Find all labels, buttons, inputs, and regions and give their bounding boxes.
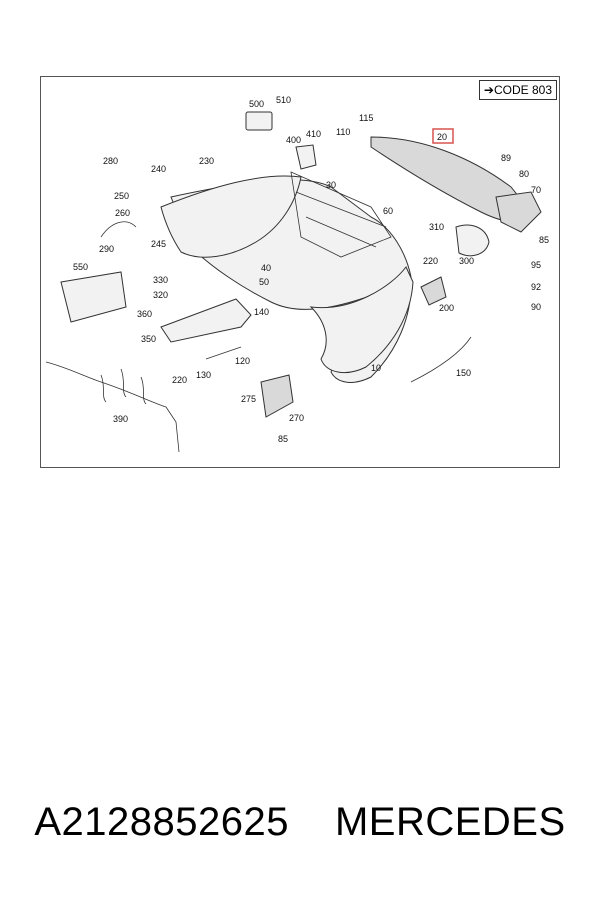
label-270: 270 xyxy=(289,413,304,423)
label-60: 60 xyxy=(383,206,393,216)
label-50: 50 xyxy=(259,277,269,287)
bracket-70 xyxy=(495,191,542,233)
label-300: 300 xyxy=(459,256,474,266)
label-320: 320 xyxy=(153,290,168,300)
underbody-tray xyxy=(160,298,252,343)
label-120: 120 xyxy=(235,356,250,366)
label-260: 260 xyxy=(115,208,130,218)
label-30: 30 xyxy=(326,180,336,190)
housing-400 xyxy=(295,144,317,170)
label-90: 90 xyxy=(531,302,541,312)
trim-strip xyxy=(410,336,472,383)
label-10: 10 xyxy=(371,363,381,373)
label-70: 70 xyxy=(531,185,541,195)
side-panel xyxy=(160,175,302,258)
parts-diagram: ➔CODE 803 xyxy=(40,76,560,468)
label-360: 360 xyxy=(137,309,152,319)
label-140: 140 xyxy=(254,307,269,317)
footer-brand: MERCEDES xyxy=(334,800,566,844)
panel-550 xyxy=(60,271,127,323)
wiring-harness xyxy=(45,361,180,453)
label-130: 130 xyxy=(196,370,211,380)
arch-liner xyxy=(100,221,137,238)
part-300 xyxy=(455,224,490,257)
label-92: 92 xyxy=(531,282,541,292)
diagram-svg: 500 510 115 400 410 110 280 240 230 30 2… xyxy=(45,95,549,453)
label-230: 230 xyxy=(199,156,214,166)
label-410: 410 xyxy=(306,129,321,139)
label-240: 240 xyxy=(151,164,166,174)
label-400: 400 xyxy=(286,135,301,145)
code-badge: ➔CODE 803 xyxy=(478,80,557,100)
label-85b: 85 xyxy=(278,434,288,444)
bumper-cover-lower xyxy=(309,266,414,374)
label-310: 310 xyxy=(429,222,444,232)
highlight-box xyxy=(432,128,454,144)
label-150: 150 xyxy=(456,368,471,378)
label-20: 20 xyxy=(437,132,447,142)
bracket-270 xyxy=(260,374,294,418)
label-275: 275 xyxy=(241,394,256,404)
label-245: 245 xyxy=(151,239,166,249)
footer: A2128852625 MERCEDES xyxy=(0,800,600,860)
label-110: 110 xyxy=(336,127,350,137)
code-label: CODE 803 xyxy=(493,83,552,97)
label-330: 330 xyxy=(153,275,168,285)
bracket-200 xyxy=(420,276,447,306)
bumper-carrier xyxy=(290,171,392,258)
label-85a: 85 xyxy=(539,235,549,245)
label-115: 115 xyxy=(359,113,373,123)
label-280: 280 xyxy=(103,156,118,166)
label-390: 390 xyxy=(113,414,128,424)
label-220b: 220 xyxy=(172,375,187,385)
bolt-120 xyxy=(205,346,242,360)
footer-part-number: A2128852625 xyxy=(34,800,289,844)
label-290: 290 xyxy=(99,244,114,254)
label-200: 200 xyxy=(439,303,454,313)
label-500: 500 xyxy=(249,99,264,109)
label-40: 40 xyxy=(261,263,271,273)
label-250: 250 xyxy=(114,191,129,201)
label-80: 80 xyxy=(519,169,529,179)
reflector-500 xyxy=(245,111,273,131)
label-550: 550 xyxy=(73,262,88,272)
label-220a: 220 xyxy=(423,256,438,266)
label-89: 89 xyxy=(501,153,511,163)
label-350: 350 xyxy=(141,334,156,344)
label-510: 510 xyxy=(276,95,291,105)
label-95: 95 xyxy=(531,260,541,270)
